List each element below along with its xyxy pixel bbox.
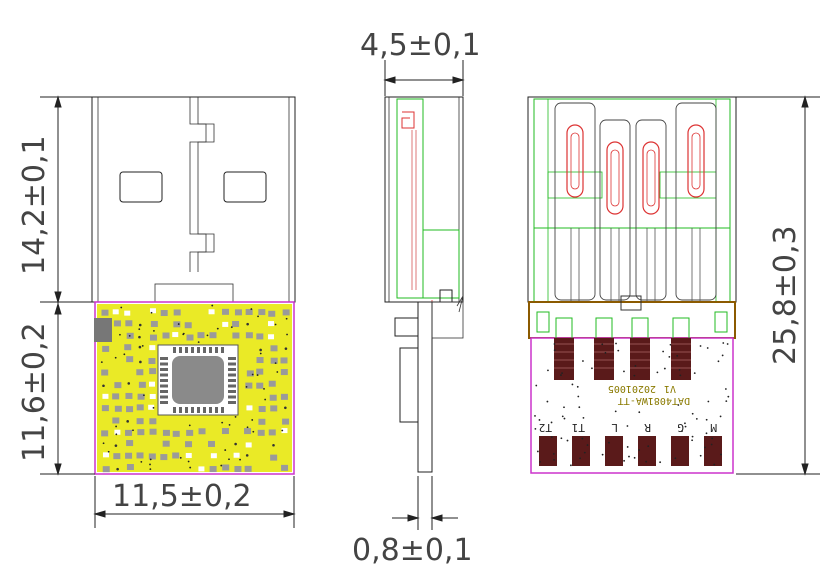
shell-window-left	[119, 171, 163, 203]
pad-label: T2	[539, 421, 552, 434]
pad-label: M	[710, 421, 717, 434]
dim-left-upper: 14,2±0,1	[17, 135, 52, 275]
back-view: DAT4081WA-TT V1 20201005 M G R L T1 T2	[527, 96, 737, 474]
front-view	[91, 96, 296, 475]
metal-shell	[91, 96, 296, 303]
pad-label: R	[644, 421, 651, 434]
dim-bottom-width: 11,5±0,2	[112, 479, 252, 514]
side-board	[417, 301, 433, 473]
back-shell	[527, 96, 737, 303]
dimension-lines	[40, 60, 820, 530]
pad-label: L	[611, 421, 618, 434]
shell-window-right	[223, 171, 267, 203]
pad-label: T1	[572, 421, 585, 434]
dim-bottom-thickness: 0,8±0,1	[352, 533, 473, 565]
side-view	[384, 96, 464, 473]
pcb-version: V1	[664, 383, 676, 394]
dim-top-width: 4,5±0,1	[360, 28, 481, 63]
pcb-part-number: DAT4081WA-TT	[618, 395, 690, 406]
pad-label: G	[677, 421, 684, 434]
pcb-date: 20201005	[608, 383, 656, 394]
dim-right-total: 25,8±0,3	[768, 225, 803, 365]
dim-left-lower: 11,6±0,2	[17, 322, 52, 462]
